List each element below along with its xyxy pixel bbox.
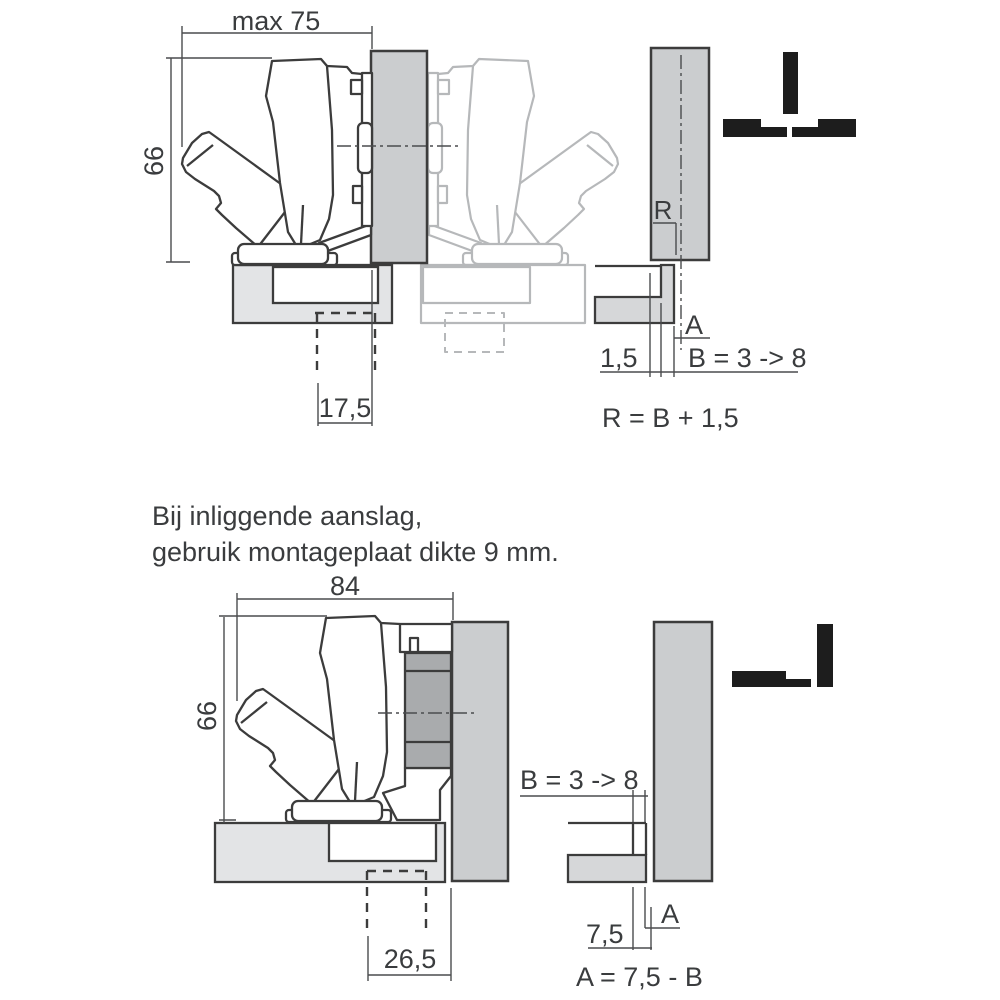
label-b-range-top: B = 3 -> 8 — [688, 343, 807, 373]
formula-top: R = B + 1,5 — [602, 403, 739, 433]
dimension-R: R — [653, 195, 677, 255]
side-panel — [450, 620, 510, 883]
annotation-lines-top — [600, 273, 798, 377]
dim-66-label: 66 — [139, 146, 169, 176]
inset-application-icon — [732, 624, 833, 687]
figure-top-overlay: max 75 66 17,5 R A 1,5 B = 3 -> 8 — [139, 6, 856, 433]
note-line-2: gebruik montageplaat dikte 9 mm. — [152, 537, 559, 567]
label-1-5: 1,5 — [600, 343, 638, 373]
dimension-66-bottom: 66 — [192, 615, 327, 823]
drill-pattern-dashed — [365, 869, 428, 930]
hinge-cup-mount — [374, 616, 454, 822]
label-7-5: 7,5 — [586, 919, 624, 949]
dimension-max75: max 75 — [181, 6, 373, 147]
hinge-cup-block — [403, 651, 453, 770]
figure-bottom-inset: 84 66 26,5 B = 3 -> 8 — [192, 571, 833, 992]
label-a-top: A — [685, 310, 703, 340]
ghost-hinge — [419, 57, 620, 353]
side-panel-section — [649, 46, 711, 262]
dim-84-label: 84 — [330, 571, 360, 601]
label-b-range-bottom: B = 3 -> 8 — [520, 765, 639, 795]
ghost-drill-pattern — [444, 312, 505, 353]
mounting-plate — [271, 265, 380, 305]
formula-bottom: A = 7,5 - B — [576, 962, 703, 992]
mounting-plate — [327, 821, 438, 863]
door-panel — [369, 49, 429, 265]
section-top-view — [566, 821, 648, 884]
ghost-mounting-plate — [421, 265, 532, 305]
dimension-26-5: 26,5 — [367, 888, 452, 981]
dimension-66-top: 66 — [139, 57, 272, 263]
side-panel-section — [652, 620, 714, 883]
annotation-b-bottom — [520, 790, 648, 823]
dim-max75-label: max 75 — [232, 6, 321, 36]
hinge-open — [234, 614, 393, 824]
dimension-17-5: 17,5 — [317, 270, 373, 426]
half-overlay-application-icon — [723, 52, 856, 137]
note-text: Bij inliggende aanslag, gebruik montagep… — [152, 498, 559, 570]
section-top-view — [593, 263, 676, 325]
dim-66-label: 66 — [192, 701, 222, 731]
dim-26-5-label: 26,5 — [384, 944, 437, 974]
hinge-open — [180, 57, 374, 267]
note-line-1: Bij inliggende aanslag, — [152, 501, 423, 531]
dim-r-label: R — [654, 195, 673, 225]
label-a-bottom: A — [661, 899, 679, 929]
annotation-lines-bottom — [588, 887, 680, 950]
dim-17-5-label: 17,5 — [319, 393, 372, 423]
drill-pattern-dashed — [315, 311, 377, 375]
dimension-84: 84 — [236, 571, 454, 701]
